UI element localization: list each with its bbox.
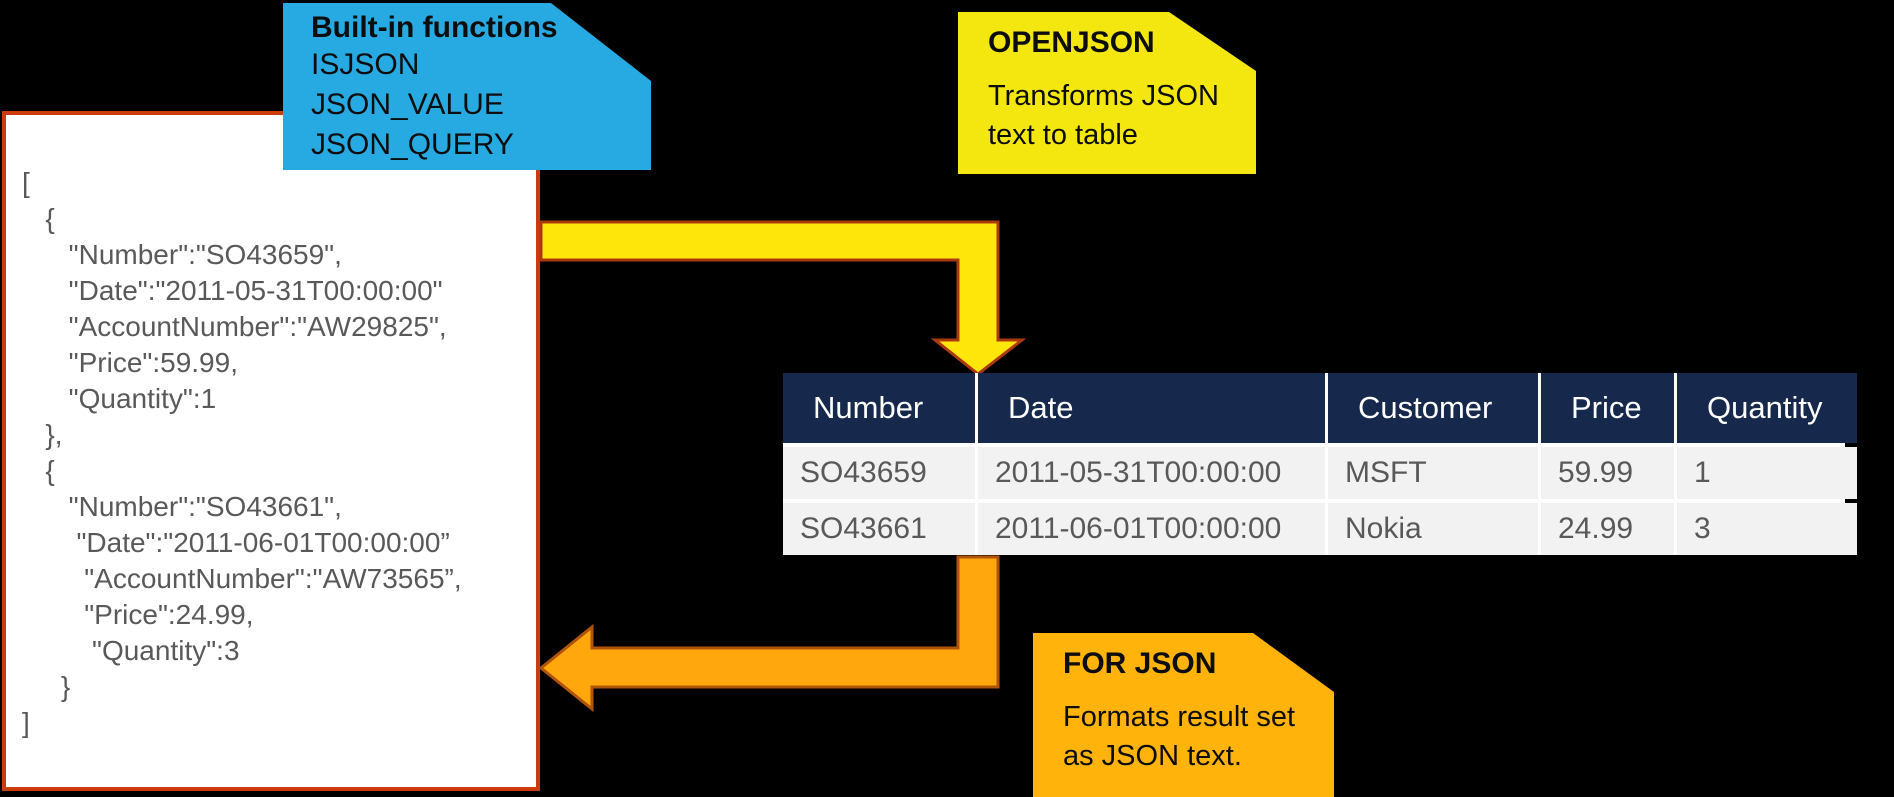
builtin-function-isjson: ISJSON xyxy=(311,48,420,81)
table-cell: 24.99 xyxy=(1541,503,1674,555)
openjson-callout: OPENJSON Transforms JSON text to table xyxy=(958,12,1256,174)
builtin-function-json-value: JSON_VALUE xyxy=(311,88,504,121)
forjson-arrow-icon xyxy=(538,555,1000,713)
table-cell: SO43661 xyxy=(783,503,975,555)
json-document-text: [ { "Number":"SO43659", "Date":"2011-05-… xyxy=(22,167,462,738)
table-cell: MSFT xyxy=(1328,447,1538,499)
result-table: Number Date Customer Price Quantity SO43… xyxy=(783,373,1857,555)
table-cell: 2011-05-31T00:00:00 xyxy=(978,447,1325,499)
openjson-description: Transforms JSON text to table xyxy=(988,80,1219,151)
table-cell: 59.99 xyxy=(1541,447,1674,499)
builtin-function-json-query: JSON_QUERY xyxy=(311,128,514,161)
table-cell: SO43659 xyxy=(783,447,975,499)
forjson-callout: FOR JSON Formats result set as JSON text… xyxy=(1033,633,1334,797)
openjson-arrow-icon xyxy=(539,220,1027,376)
json-document-box: [ { "Number":"SO43659", "Date":"2011-05-… xyxy=(2,111,540,791)
header-cell-date: Date xyxy=(978,373,1325,443)
forjson-description: Formats result set as JSON text. xyxy=(1063,701,1296,772)
header-cell-number: Number xyxy=(783,373,975,443)
table-cell: 2011-06-01T00:00:00 xyxy=(978,503,1325,555)
builtin-functions-title: Built-in functions xyxy=(311,11,558,44)
forjson-title: FOR JSON xyxy=(1063,647,1217,680)
header-cell-quantity: Quantity xyxy=(1677,373,1857,443)
table-cell: 3 xyxy=(1677,503,1857,555)
table-cell: 1 xyxy=(1677,447,1857,499)
table-cell: Nokia xyxy=(1328,503,1538,555)
header-cell-customer: Customer xyxy=(1328,373,1538,443)
openjson-title: OPENJSON xyxy=(988,26,1155,59)
header-cell-price: Price xyxy=(1541,373,1674,443)
